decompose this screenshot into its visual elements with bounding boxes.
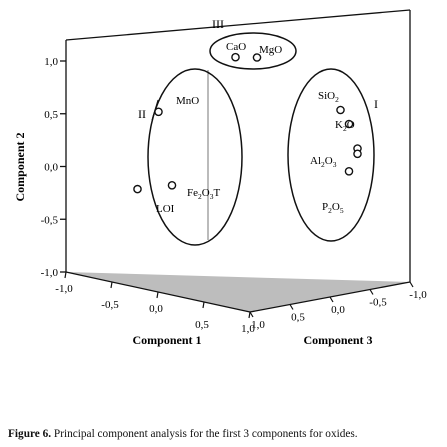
- axis-title-y: Component 2: [13, 132, 27, 201]
- group-label-II: II: [138, 107, 146, 121]
- y-tick-label: -1,0: [41, 267, 59, 279]
- caption-text: Principal component analysis for the fir…: [51, 428, 358, 440]
- y-tick-label: 0,5: [44, 109, 58, 121]
- z-tick-label: 0,5: [291, 312, 305, 324]
- x-tick-mark: [64, 271, 67, 279]
- point-mno: [154, 107, 163, 117]
- point-fe2o3t: [167, 180, 177, 190]
- point-k2o: [344, 119, 354, 129]
- x-tick-label: -1,0: [55, 283, 73, 295]
- point-cao: [231, 52, 240, 62]
- x-tick-mark: [248, 311, 251, 319]
- point-loi: [133, 184, 142, 194]
- y-tick-label: 1,0: [44, 56, 58, 68]
- group-ellipse-II: [147, 68, 243, 246]
- box-frame: [65, 9, 411, 282]
- z-tick-label: -1,0: [409, 289, 427, 301]
- label-k2o: K2O: [335, 119, 355, 133]
- caption-prefix: Figure 6.: [8, 428, 52, 440]
- floor-plane: [66, 272, 410, 312]
- x-tick-mark: [202, 301, 205, 309]
- z-tick-mark: [369, 289, 374, 295]
- z-tick-label: 1,0: [251, 319, 265, 331]
- group-ellipse-III: [209, 32, 297, 70]
- point-mgo: [252, 53, 262, 62]
- label-al2o3: Al2O3: [310, 155, 337, 169]
- z-tick-mark: [409, 281, 414, 288]
- figure-caption: Figure 6. Principal component analysis f…: [8, 427, 444, 441]
- z-tick-mark: [249, 311, 254, 318]
- x-tick-label: -0,5: [101, 299, 119, 311]
- point-tio2: [353, 149, 362, 159]
- label-cao: CaO: [226, 41, 246, 53]
- y-tick-label: -0,5: [41, 214, 59, 226]
- z-tick-label: 0,0: [331, 304, 345, 316]
- x-tick-label: 0,5: [195, 319, 209, 331]
- label-sio2: SiO2: [318, 90, 339, 104]
- label-loi: LOI: [156, 203, 175, 215]
- z-tick-mark: [289, 304, 294, 310]
- label-mgo: MgO: [259, 44, 282, 56]
- y-tick-label: 0,0: [44, 162, 58, 174]
- x-tick-label: 1,0: [241, 323, 255, 335]
- z-tick-mark: [329, 296, 334, 303]
- x-tick-label: 0,0: [149, 303, 163, 315]
- label-fe2o3t: Fe2O3T: [187, 187, 220, 201]
- label-mno: MnO: [176, 95, 199, 107]
- x-tick-mark: [156, 291, 159, 299]
- axis-title-z: Component 3: [303, 333, 372, 347]
- group-ellipse-I: [287, 68, 375, 242]
- group-label-I: I: [374, 97, 378, 111]
- points-layer: [133, 52, 362, 194]
- axis-title-x: Component 1: [132, 333, 201, 347]
- label-p2o5: P2O5: [322, 201, 344, 215]
- back-wall: [66, 10, 410, 282]
- x-tick-mark: [110, 281, 113, 289]
- group-label-III: III: [212, 17, 224, 31]
- point-sio2: [336, 105, 345, 115]
- z-tick-label: -0,5: [369, 297, 387, 309]
- point-p2o5: [344, 166, 354, 176]
